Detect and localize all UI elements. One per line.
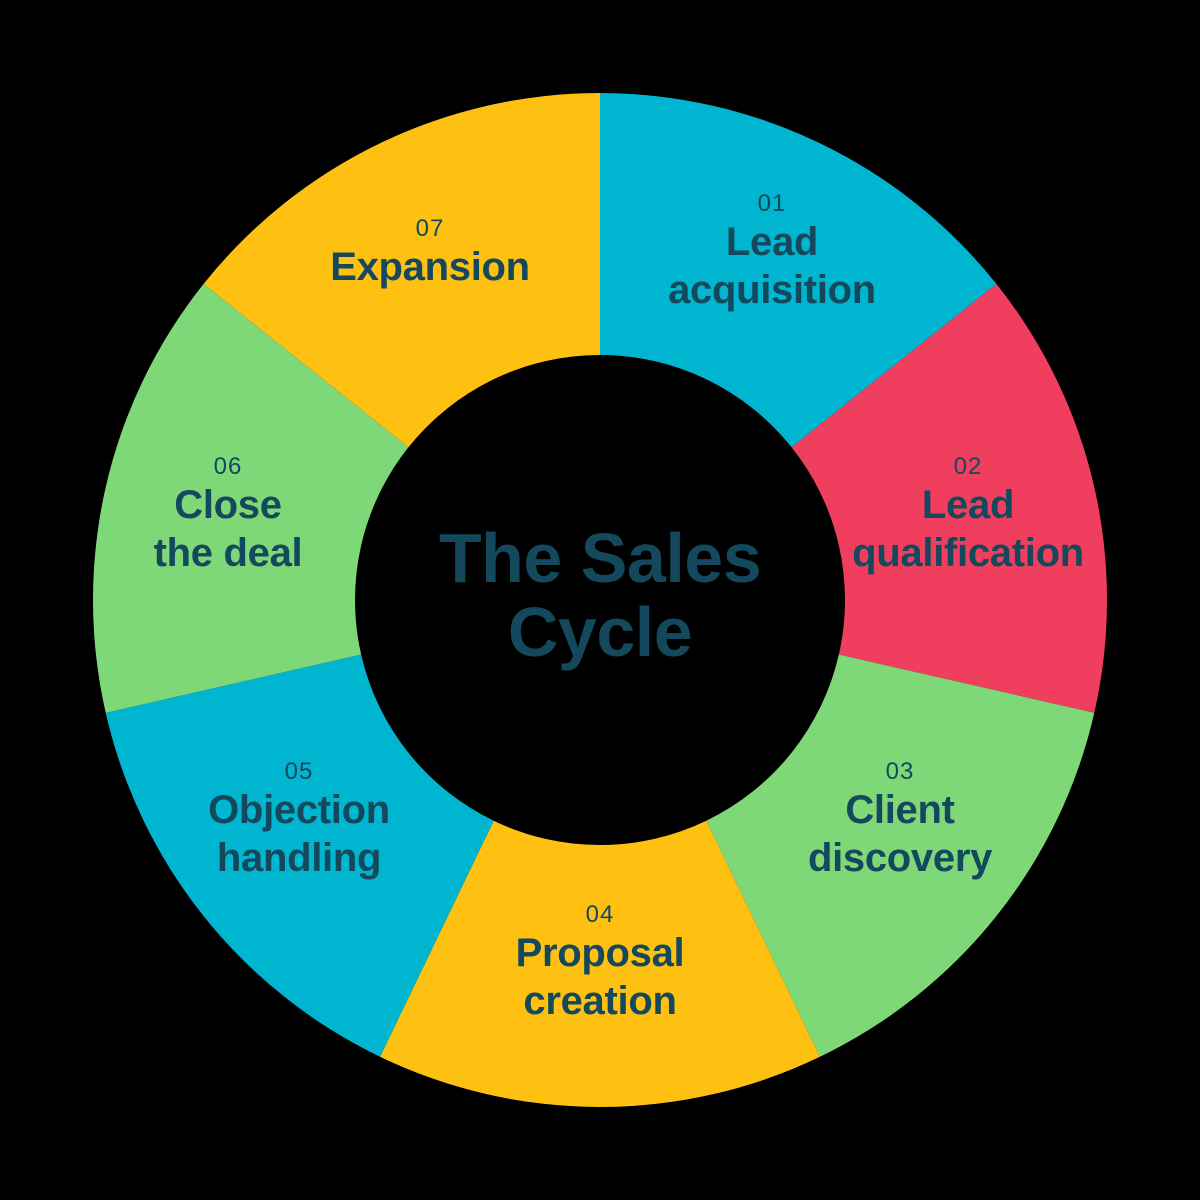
segment-02-wedge [791, 283, 1108, 713]
chart-title-line1: The Sales [438, 519, 762, 597]
segment-06-number: 06 [213, 453, 243, 480]
segment-05-label-line: Objection [208, 788, 390, 832]
segment-06-label-line: the deal [153, 531, 303, 575]
segment-01-label: 01 Lead acquisition [668, 190, 876, 314]
chart-title: The Sales Cycle [438, 519, 762, 671]
segment-03-label: 03 Client discovery [808, 758, 992, 882]
segment-03-number: 03 [885, 758, 915, 785]
segment-06-label-line: Close [174, 483, 282, 527]
segment-03-wedge [706, 654, 1095, 1057]
chart-title-line2: Cycle [507, 593, 693, 671]
segment-04-wedge [380, 820, 820, 1107]
segment-02-label-line: qualification [852, 531, 1084, 575]
segment-02-label-line: Lead [921, 483, 1015, 527]
segment-07-wedge [203, 93, 601, 448]
segment-01-label-line: Lead [725, 220, 819, 264]
segment-02-number: 02 [953, 453, 983, 480]
segment-04-label: 04 Proposal creation [516, 901, 685, 1025]
segment-04-number: 04 [585, 901, 615, 928]
segment-04-label-line: Proposal [515, 931, 685, 975]
segment-05-label: 05 Objection handling [208, 758, 390, 882]
segment-06-label: 06 Close the deal [154, 453, 303, 577]
segment-02-label: 02 Lead qualification [852, 453, 1084, 577]
segment-07-label: 07 Expansion [330, 215, 530, 291]
segment-04-label-line: creation [523, 979, 677, 1023]
segment-07-number: 07 [415, 215, 445, 242]
segment-01-number: 01 [757, 190, 787, 217]
segment-07-label-line: Expansion [330, 245, 530, 289]
segment-01-wedge [600, 92, 997, 448]
segment-03-label-line: discovery [807, 836, 993, 880]
segment-03-label-line: Client [845, 788, 955, 832]
segment-05-number: 05 [284, 758, 314, 785]
segment-05-label-line: handling [216, 836, 382, 880]
segment-05-wedge [105, 654, 494, 1057]
segment-01-label-line: acquisition [668, 268, 876, 312]
segment-06-wedge [92, 283, 409, 713]
